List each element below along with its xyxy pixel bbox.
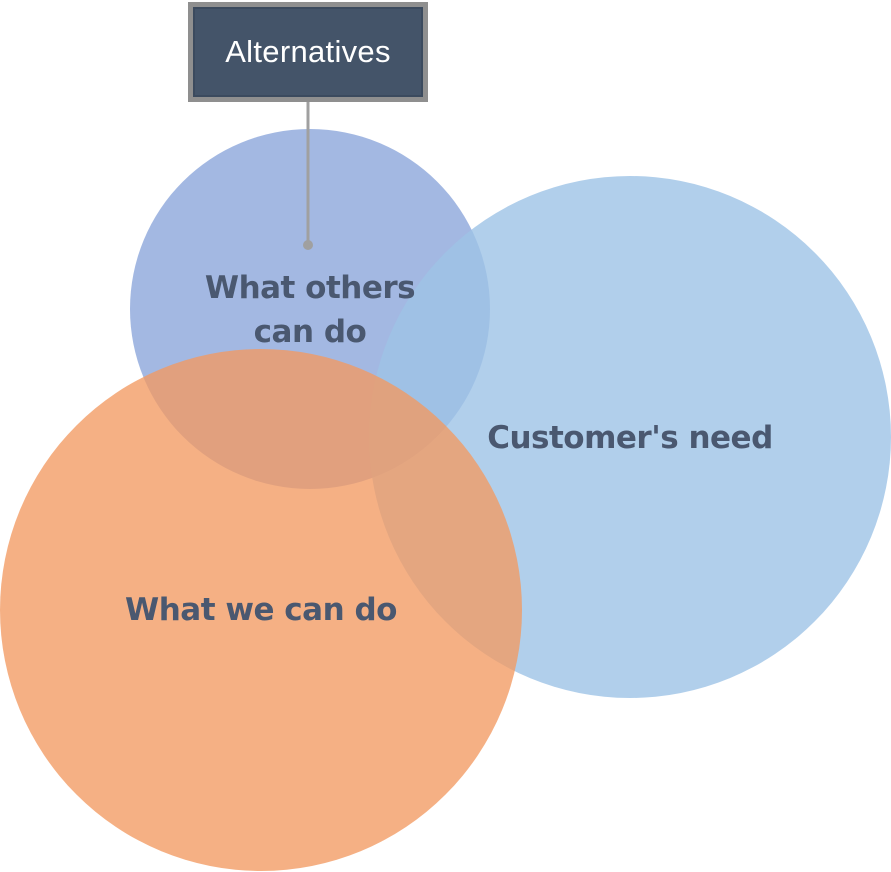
label-what-others-line-2: can do	[253, 314, 367, 350]
label-what-others-can-do: What others can do	[180, 266, 440, 354]
label-what-we-can-do: What we can do	[125, 592, 397, 628]
label-customers-need: Customer's need	[487, 420, 773, 456]
alternatives-label: Alternatives	[225, 34, 391, 69]
callout-connector-dot	[303, 240, 313, 250]
circle-what-we-can-do	[0, 349, 522, 871]
label-what-others-line-1: What others	[204, 270, 416, 306]
alternatives-callout: Alternatives	[188, 2, 428, 102]
